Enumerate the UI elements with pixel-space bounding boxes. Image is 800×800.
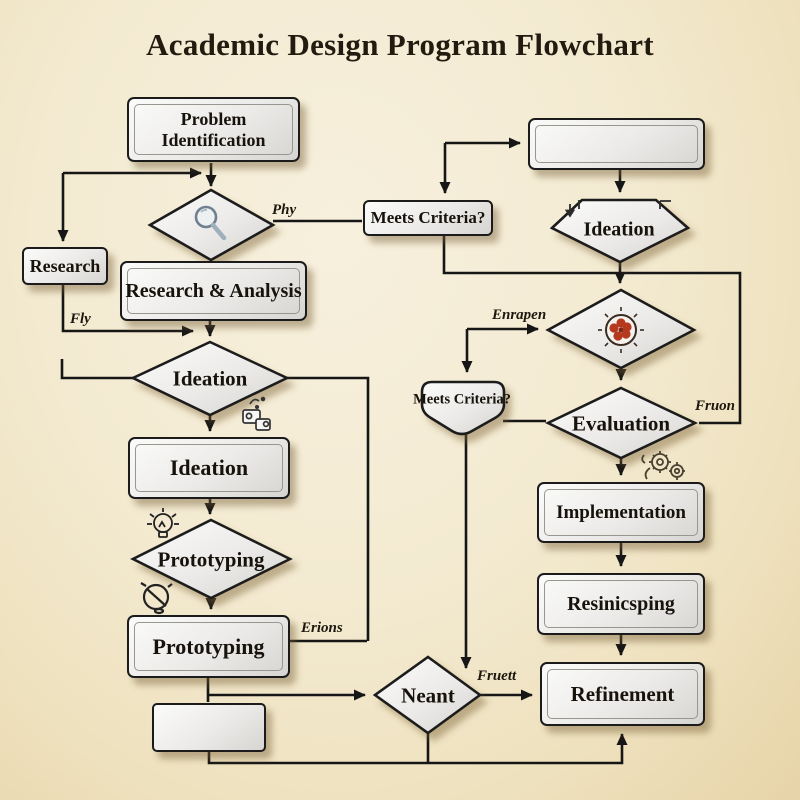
node-label: Resinicsping <box>567 592 675 615</box>
node-label: Meets Criteria? <box>370 208 486 227</box>
node-label: Refinement <box>570 681 675 706</box>
node-refinement: Refinement <box>540 662 705 726</box>
node-resinicsping: Resinicsping <box>537 573 705 635</box>
node-problem-identification: Problem Identification <box>127 97 300 162</box>
node-label-prototyping-diamond: Prototyping <box>157 547 265 572</box>
page-title: Academic Design Program Flowchart <box>146 27 654 62</box>
inner-border <box>535 125 698 163</box>
node-label: Ideation <box>169 455 249 480</box>
edge-label-erions: Erions <box>301 620 343 636</box>
gears-icon <box>641 451 685 480</box>
edge-label-phy: Phy <box>272 202 297 218</box>
node-label-neant: Neant <box>401 683 455 708</box>
lightbulb-icon <box>147 508 179 538</box>
node-label: Prototyping <box>152 633 265 659</box>
edge-label-fruett: Fruett <box>477 668 517 684</box>
node-ideation-box: Ideation <box>128 437 290 499</box>
node-search-diamond <box>147 188 276 262</box>
node-team-icons-box <box>528 118 705 170</box>
node-label: Problem Identification <box>161 108 266 150</box>
node-label: Implementation <box>556 501 686 523</box>
node-research-analysis: Research & Analysis <box>120 261 307 321</box>
edge-label-fruon: Fruon <box>695 398 736 414</box>
hexagon-notch-right <box>659 200 671 209</box>
hexagon-down-arrow-icon <box>564 204 576 218</box>
edge-label-fly: Fly <box>70 311 91 327</box>
edge-label-enrapen: Enrapen <box>492 307 547 323</box>
no-symbol-icon <box>140 582 173 615</box>
edge-bottom-feedback <box>207 733 628 765</box>
edge-ideation-right-vertical <box>287 376 370 641</box>
node-label: Research <box>29 255 101 276</box>
node-research: Research <box>22 247 108 285</box>
node-label-meets-criteria-badge: Meets Criteria? <box>413 391 511 408</box>
node-sketch-icons-box <box>152 703 266 752</box>
magnifier-icon <box>194 205 227 241</box>
edge-ideation-left-stub <box>60 359 133 380</box>
node-prototyping-box: Prototyping <box>127 615 290 678</box>
node-implementation: Implementation <box>537 482 705 543</box>
node-label: Research & Analysis <box>125 279 302 302</box>
node-label-ideation-diamond: Ideation <box>172 366 248 391</box>
node-meets-criteria-top: Meets Criteria? <box>363 200 493 236</box>
node-label-ideation-hexagon: Ideation <box>583 218 655 241</box>
hexagon-doodles <box>564 200 671 218</box>
node-label-evaluation: Evaluation <box>571 411 671 436</box>
flower-icon <box>598 307 644 353</box>
screens-question-icon <box>242 396 271 431</box>
node-flower-diamond <box>545 288 697 370</box>
